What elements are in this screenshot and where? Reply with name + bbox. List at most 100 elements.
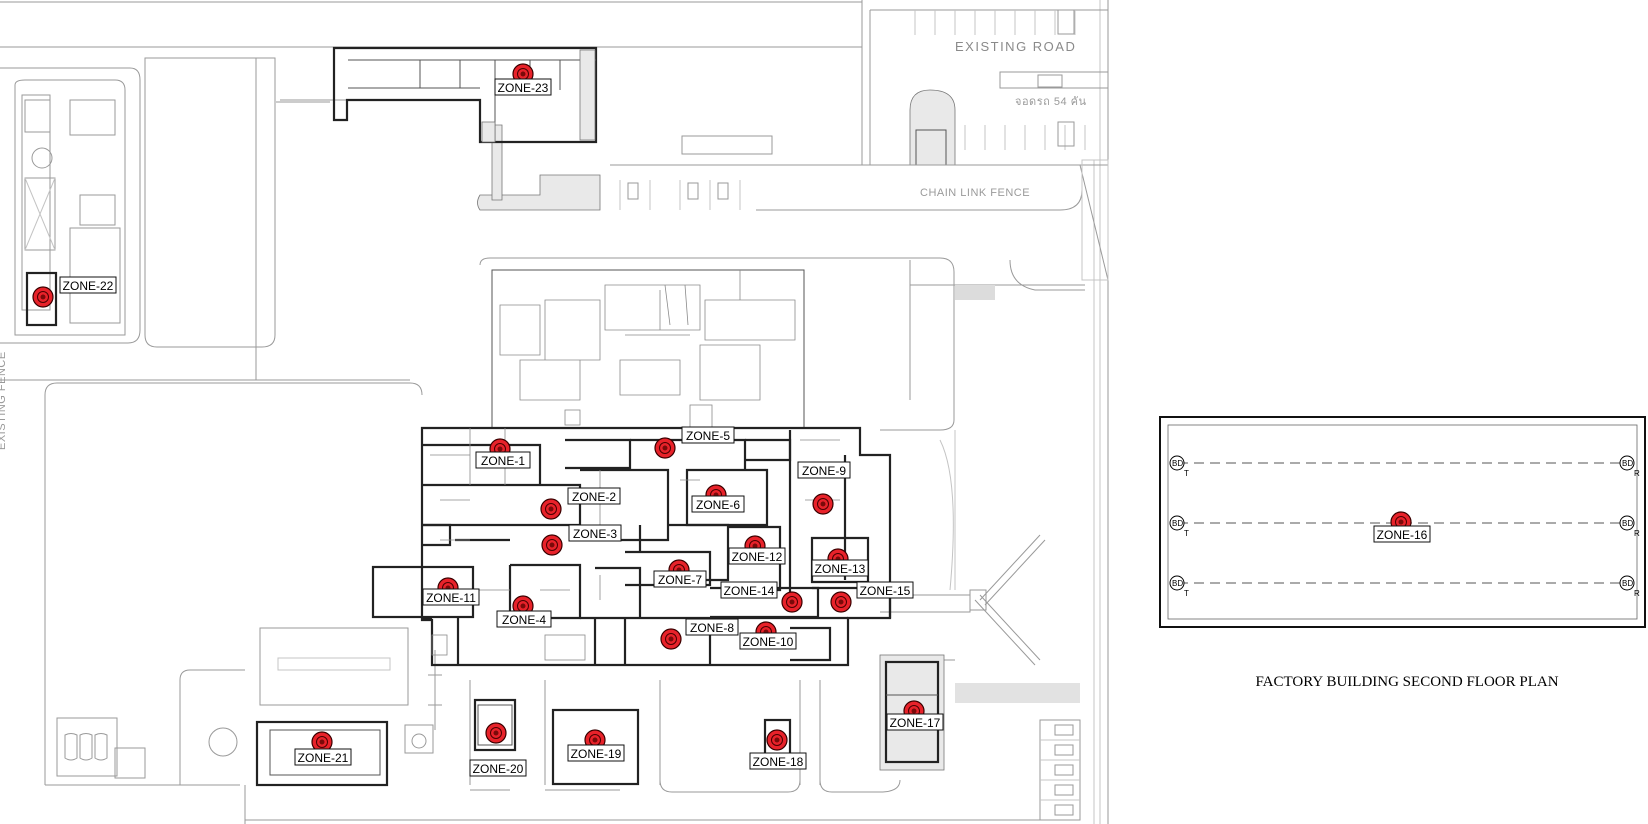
- zone-label: ZONE-6: [696, 498, 740, 512]
- zone-label: ZONE-17: [890, 716, 941, 730]
- beam-detector-transmitter: BD T: [1169, 575, 1189, 598]
- zone-label-box: [691, 495, 745, 513]
- svg-text:BD: BD: [1622, 519, 1633, 528]
- svg-text:R: R: [1634, 589, 1640, 598]
- zone-label: ZONE-22: [63, 279, 114, 293]
- zone-label: ZONE-23: [498, 81, 549, 95]
- zone-label-box: [59, 276, 117, 294]
- zone-label-box: [681, 426, 735, 444]
- detector-core: [1398, 519, 1404, 525]
- detector-core: [40, 294, 46, 300]
- detector-ring: [490, 727, 502, 739]
- zone-label: ZONE-3: [573, 527, 617, 541]
- detector-core: [520, 603, 526, 609]
- zone-label: ZONE-7: [658, 573, 702, 587]
- zone-label-box: [494, 78, 552, 96]
- zone-label-box: [653, 570, 707, 588]
- zone-marker[interactable]: ZONE-4: [496, 595, 552, 628]
- zone-marker[interactable]: ZONE-18: [749, 729, 807, 770]
- detector-ring: [771, 734, 783, 746]
- zone-marker[interactable]: ZONE-12: [728, 535, 786, 565]
- zone-marker[interactable]: ZONE-3: [541, 524, 622, 556]
- detector-ring: [546, 539, 558, 551]
- zone-label-box: [1373, 525, 1431, 543]
- svg-text:BD: BD: [1172, 579, 1183, 588]
- zone-label: ZONE-2: [572, 490, 616, 504]
- detector-ring: [835, 596, 847, 608]
- zone-label: ZONE-11: [426, 591, 476, 605]
- zone-marker[interactable]: ZONE-8: [660, 618, 739, 650]
- zone-marker[interactable]: ZONE-2: [540, 487, 621, 520]
- zone-marker[interactable]: ZONE-5: [654, 426, 735, 459]
- zone-marker[interactable]: ZONE-16: [1373, 511, 1431, 543]
- zone-label: ZONE-21: [298, 751, 349, 765]
- svg-text:T: T: [1184, 589, 1189, 598]
- zone-label-box: [422, 588, 480, 606]
- detector-core: [497, 446, 503, 452]
- detector-core: [520, 71, 526, 77]
- zone-marker[interactable]: ZONE-15: [830, 581, 914, 613]
- zone-marker[interactable]: ZONE-19: [567, 729, 625, 762]
- zone-label: ZONE-8: [690, 621, 734, 635]
- detector-core: [493, 730, 499, 736]
- zone-label: ZONE-19: [571, 747, 622, 761]
- zone-label-box: [728, 547, 786, 565]
- detector-core: [548, 506, 554, 512]
- svg-text:BD: BD: [1622, 579, 1633, 588]
- zone-marker[interactable]: ZONE-1: [475, 438, 531, 469]
- beam-detector-transmitter: BD T: [1169, 455, 1189, 478]
- zone-marker[interactable]: ZONE-7: [653, 559, 707, 588]
- zone-label: ZONE-20: [473, 762, 524, 776]
- detector-core: [549, 542, 555, 548]
- beam-detector-receiver: BD R: [1619, 515, 1640, 538]
- zone-label: ZONE-14: [724, 584, 775, 598]
- zone-marker[interactable]: ZONE-17: [886, 700, 944, 731]
- beam-detector-receiver: BD R: [1619, 575, 1640, 598]
- zone-marker[interactable]: ZONE-6: [691, 484, 745, 513]
- zone-label: ZONE-16: [1377, 528, 1428, 542]
- zone-marker[interactable]: ZONE-13: [811, 548, 869, 577]
- zone-label-box: [568, 524, 622, 542]
- zone-label: ZONE-13: [815, 562, 866, 576]
- zone-label-box: [856, 581, 914, 599]
- zone-label-box: [469, 759, 527, 777]
- beam-detectors: BD T BD R BD T BD R BD T BD R: [1169, 455, 1640, 598]
- parking-note: จอดรถ 54 คัน: [1015, 96, 1087, 108]
- zone-label-box: [294, 748, 352, 766]
- svg-text:T: T: [1184, 529, 1189, 538]
- beam-detector-receiver: BD R: [1619, 455, 1640, 478]
- zone-label: ZONE-1: [481, 454, 525, 468]
- svg-text:T: T: [1184, 469, 1189, 478]
- svg-text:R: R: [1634, 529, 1640, 538]
- detector-core: [592, 737, 598, 743]
- detector-ring: [817, 498, 829, 510]
- existing-road-label: EXISTING ROAD: [955, 39, 1076, 54]
- zone-markers: ZONE-1ZONE-2ZONE-3ZONE-4ZONE-5ZONE-6ZONE…: [32, 63, 1431, 777]
- detector-core: [820, 501, 826, 507]
- zone-marker[interactable]: ZONE-11: [422, 577, 480, 606]
- beam-detector-transmitter: BD T: [1169, 515, 1189, 538]
- detector-core: [752, 543, 758, 549]
- zone-marker[interactable]: ZONE-10: [739, 621, 797, 650]
- zone-label-box: [567, 487, 621, 505]
- chain-link-fence-label: CHAIN LINK FENCE: [920, 187, 1030, 199]
- svg-text:BD: BD: [1622, 459, 1633, 468]
- zone-label-box: [886, 713, 944, 731]
- zone-marker[interactable]: ZONE-14: [720, 581, 803, 613]
- site-outline: [0, 0, 1109, 824]
- svg-text:BD: BD: [1172, 459, 1183, 468]
- zone-label-box: [496, 610, 552, 628]
- detector-ring: [665, 633, 677, 645]
- zone-label-box: [811, 559, 869, 577]
- detector-core: [911, 708, 917, 714]
- zone-label: ZONE-4: [502, 613, 546, 627]
- detector-ring: [316, 736, 328, 748]
- detector-core: [838, 599, 844, 605]
- zone-marker[interactable]: ZONE-23: [494, 63, 552, 96]
- zone-marker[interactable]: ZONE-22: [32, 276, 117, 308]
- zone-marker[interactable]: ZONE-20: [469, 722, 527, 777]
- zone-marker[interactable]: ZONE-21: [294, 731, 352, 766]
- second-floor-plan-title: FACTORY BUILDING SECOND FLOOR PLAN: [1255, 674, 1558, 690]
- zone-marker[interactable]: ZONE-9: [797, 461, 851, 515]
